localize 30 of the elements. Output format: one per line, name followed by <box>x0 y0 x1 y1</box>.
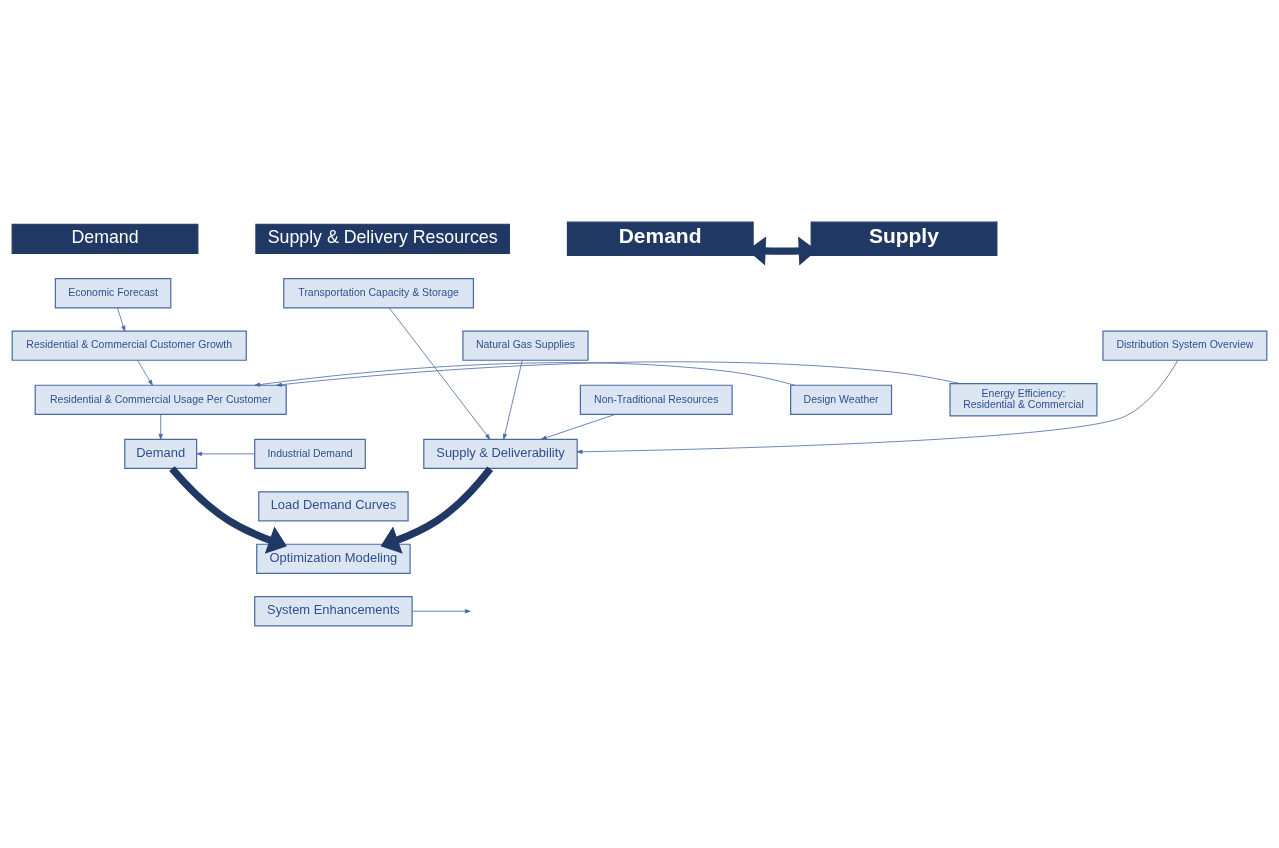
arrow <box>541 413 616 440</box>
node-box: Demand <box>124 438 198 469</box>
node-box: Demand <box>566 221 754 256</box>
arrow <box>137 359 153 386</box>
node-box: Natural Gas Supplies <box>462 330 589 361</box>
node-box: Non-Traditional Resources <box>579 384 733 415</box>
node-box: System Enhancements <box>254 596 413 627</box>
arrow <box>502 360 523 440</box>
arrow <box>411 609 471 614</box>
arrow <box>254 362 796 387</box>
arrow <box>169 466 287 554</box>
arrow <box>276 361 961 387</box>
arrow <box>380 466 494 554</box>
arrow <box>388 307 491 440</box>
node-box: Transportation Capacity & Storage <box>283 278 475 309</box>
node-box: Optimization Modeling <box>256 543 411 574</box>
arrow <box>196 451 255 456</box>
node-box: Distribution System Overview <box>1102 330 1268 361</box>
node-box: Residential & Commercial Customer Growth <box>11 330 247 361</box>
node-box: Industrial Demand <box>254 438 366 469</box>
node-box: Supply & Delivery Resources <box>255 223 510 254</box>
node-box: Supply & Deliverability <box>423 438 578 469</box>
node-box: Energy Efficiency: Residential & Commercial <box>949 383 1098 417</box>
node-box: Supply <box>810 221 998 256</box>
arrow <box>117 307 126 332</box>
node-box: Load Demand Curves <box>258 491 409 522</box>
arrow <box>158 413 163 440</box>
node-box: Design Weather <box>790 384 893 415</box>
node-box: Demand <box>11 223 199 254</box>
node-box: Economic Forecast <box>54 278 172 309</box>
